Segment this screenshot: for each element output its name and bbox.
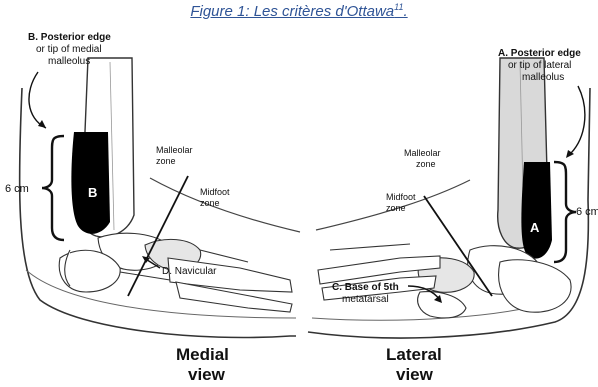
lateral-midfoot-zone-line2: zone <box>386 203 406 213</box>
lateral-view-title-line1: Lateral <box>386 345 442 364</box>
medial-midfoot-zone-line1: Midfoot <box>200 187 230 197</box>
medial-malleolus-region-b <box>71 132 110 234</box>
criterion-a-line1: A. Posterior edge <box>498 48 581 59</box>
lateral-distance-label: 6 cm <box>576 206 598 218</box>
criterion-b-line1: B. Posterior edge <box>28 32 111 43</box>
criterion-a-arrow <box>568 86 585 156</box>
lateral-malleolar-zone-line1: Malleolar <box>404 148 441 158</box>
medial-6cm-bracket <box>42 136 64 240</box>
medial-midfoot-zone-line2: zone <box>200 198 220 208</box>
lateral-6cm-bracket <box>554 162 576 262</box>
medial-view-title-line1: Medial <box>176 345 229 364</box>
criterion-b-line2: or tip of medial <box>36 44 102 55</box>
criterion-b-arrow <box>29 72 46 128</box>
lateral-malleolus-region-a <box>521 162 552 259</box>
criterion-b-line3: malleolus <box>48 56 90 67</box>
criterion-a-line2: or tip of lateral <box>508 60 571 71</box>
medial-malleolar-zone-line1: Malleolar <box>156 145 193 155</box>
medial-view: B 6 cm B. Posterior edge or tip of media… <box>5 32 300 384</box>
medial-distance-label: 6 cm <box>5 183 29 195</box>
region-a-marker: A <box>530 220 540 235</box>
lateral-view-title-line2: view <box>396 365 434 384</box>
medial-view-title-line2: view <box>188 365 226 384</box>
lateral-malleolar-zone-line2: zone <box>416 159 436 169</box>
region-b-marker: B <box>88 185 97 200</box>
criterion-a-line3: malleolus <box>522 72 564 83</box>
criterion-c-line1: C. Base of 5th <box>332 282 399 293</box>
criterion-c-line2: metatarsal <box>342 294 389 305</box>
criterion-d-label: D. Navicular <box>162 266 217 277</box>
medial-malleolar-zone-line2: zone <box>156 156 176 166</box>
lateral-view: A 6 cm A. Posterior edge or tip of later… <box>308 48 598 384</box>
lateral-midfoot-zone-line1: Midfoot <box>386 192 416 202</box>
